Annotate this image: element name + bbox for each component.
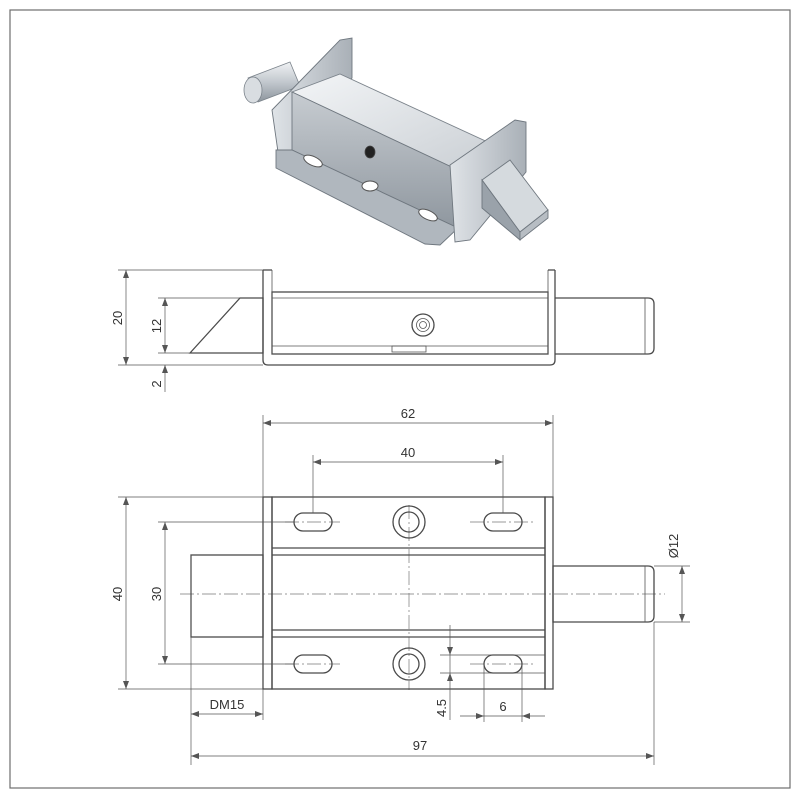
dim-body-width: 62 (401, 406, 415, 421)
dim-hole-spacing: 40 (401, 445, 415, 460)
dim-side-height-total: 20 (110, 311, 125, 325)
dim-side-height-bolt: 12 (149, 319, 164, 333)
sheet-frame (9, 9, 791, 789)
product-illustration (243, 37, 549, 246)
dim-bolt-size: DM15 (210, 697, 245, 712)
dim-top-height-inner: 30 (149, 587, 164, 601)
dim-overall-length: 97 (413, 738, 427, 753)
dim-slot-width: 6 (499, 699, 506, 714)
dim-pin-diameter: Ø12 (666, 534, 681, 559)
dim-top-height-total: 40 (110, 587, 125, 601)
dim-side-gap: 2 (149, 380, 164, 387)
dim-slot-offset: 4.5 (434, 699, 449, 717)
top-view (118, 415, 690, 765)
side-view (118, 269, 655, 392)
